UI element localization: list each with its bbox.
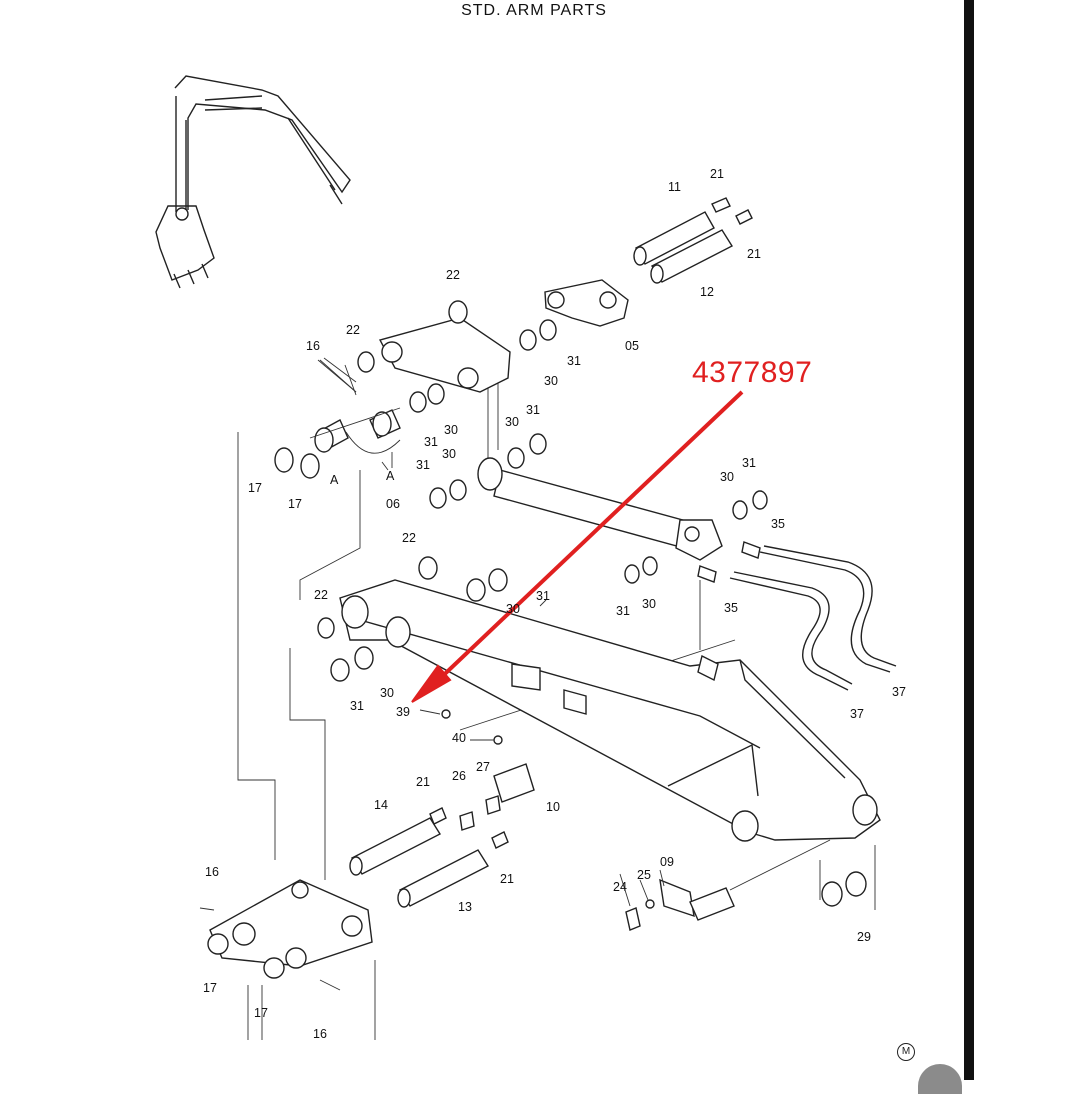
pin-13-14 (349, 763, 535, 908)
link-upper (357, 300, 511, 413)
callout-label: 21 (747, 247, 761, 261)
callout-label: 17 (203, 981, 217, 995)
callout-label: 30 (442, 447, 456, 461)
callout-label: 21 (416, 775, 430, 789)
callout-label: 40 (452, 731, 466, 745)
diagram-title: STD. ARM PARTS (461, 2, 607, 19)
callout-label: 31 (350, 699, 364, 713)
callout-label: 29 (857, 930, 871, 944)
callout-label: 24 (613, 880, 627, 894)
callout-label: 06 (386, 497, 400, 511)
callout-label: 30 (544, 374, 558, 388)
hydraulic-cylinder (429, 433, 768, 584)
callout-labels: 21 11 21 12 22 05 31 30 22 16 31 30 31 3… (203, 167, 906, 1041)
callout-label: 17 (254, 1006, 268, 1020)
callout-label: 39 (396, 705, 410, 719)
excavator-overview-icon (155, 75, 351, 289)
callout-label: 31 (567, 354, 581, 368)
callout-label: 11 (668, 180, 681, 194)
callout-label: 09 (660, 855, 674, 869)
callout-label: 26 (452, 769, 466, 783)
arm-body (317, 556, 881, 842)
callout-label: 12 (700, 285, 714, 299)
callout-label: 30 (505, 415, 519, 429)
callout-label: A (330, 473, 339, 487)
callout-label: 16 (205, 865, 219, 879)
callout-leaders (317, 357, 665, 907)
bushing-group-upper (274, 359, 401, 479)
callout-label: 30 (642, 597, 656, 611)
part-number-annotation: 4377897 (692, 356, 813, 389)
callout-label: 21 (710, 167, 724, 181)
callout-label: 16 (313, 1027, 327, 1041)
callout-label: 30 (506, 602, 520, 616)
callout-label: 31 (416, 458, 430, 472)
callout-label: 17 (248, 481, 262, 495)
callout-label: 31 (526, 403, 540, 417)
callout-label: 30 (444, 423, 458, 437)
callout-label: 31 (742, 456, 756, 470)
bucket-link-lower (199, 879, 373, 991)
red-arrow-annotation (411, 390, 744, 703)
stopper-09 (625, 871, 867, 931)
callout-label: 14 (374, 798, 388, 812)
registered-mark-icon: M (897, 1043, 915, 1061)
callout-label: 37 (850, 707, 864, 721)
hydraulic-hoses (697, 541, 897, 691)
callout-label: 35 (724, 601, 738, 615)
callout-label: 22 (314, 588, 328, 602)
callout-label: 17 (288, 497, 302, 511)
callout-label: 30 (380, 686, 394, 700)
callout-label: 10 (546, 800, 560, 814)
callout-label: 37 (892, 685, 906, 699)
callout-label: 27 (476, 760, 490, 774)
callout-label: 30 (720, 470, 734, 484)
callout-label: 25 (637, 868, 651, 882)
callout-label: 31 (616, 604, 630, 618)
link-05 (519, 279, 629, 351)
right-edge-bar (964, 0, 974, 1080)
callout-label: 21 (500, 872, 514, 886)
callout-label: 05 (625, 339, 639, 353)
callout-label: 31 (536, 589, 550, 603)
callout-label: 16 (306, 339, 320, 353)
callout-label: 31 (424, 435, 438, 449)
callout-label: 22 (446, 268, 460, 282)
callout-label: A (386, 469, 395, 483)
callout-label: 35 (771, 517, 785, 531)
pin-11-12 (633, 197, 753, 284)
callout-label: 22 (402, 531, 416, 545)
callout-label: 22 (346, 323, 360, 337)
callout-label: 13 (458, 900, 472, 914)
